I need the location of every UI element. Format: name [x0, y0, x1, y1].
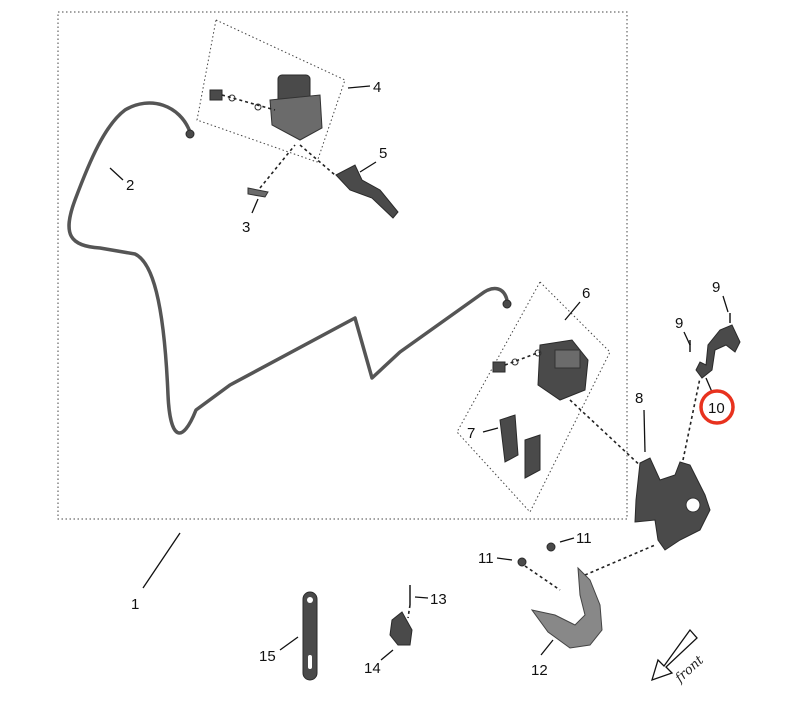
brake-caliper[interactable]	[492, 339, 589, 401]
label-6[interactable]: 6	[582, 285, 590, 302]
label-1[interactable]: 1	[131, 596, 139, 613]
label-13[interactable]: 13	[430, 591, 447, 608]
master-cylinder[interactable]	[209, 74, 323, 141]
label-8[interactable]: 8	[635, 390, 643, 407]
label-12[interactable]: 12	[531, 662, 548, 679]
caliper-bracket[interactable]	[584, 377, 711, 576]
label-15[interactable]: 15	[259, 648, 276, 665]
label-5[interactable]: 5	[379, 145, 387, 162]
brake-lever[interactable]	[299, 144, 399, 219]
assembly-1-box	[57, 11, 628, 520]
caliper-box	[456, 281, 611, 513]
leader-lines	[109, 85, 729, 661]
label-11-left[interactable]: 11	[478, 550, 494, 567]
bolt-11-left[interactable]	[517, 557, 527, 567]
hose-fitting-top	[185, 129, 195, 139]
label-4[interactable]: 4	[373, 79, 381, 96]
hose-clamp[interactable]	[389, 611, 413, 646]
bolt-11-right[interactable]	[546, 542, 556, 552]
label-3[interactable]: 3	[242, 219, 250, 236]
label-14[interactable]: 14	[364, 660, 381, 677]
brake-pads[interactable]	[499, 414, 541, 479]
front-direction-arrow: front	[651, 628, 707, 687]
label-9-upper[interactable]: 9	[712, 279, 720, 296]
label-11-right[interactable]: 11	[576, 530, 592, 547]
pivot-pin[interactable]	[247, 144, 296, 198]
front-label: front	[672, 653, 707, 687]
hose-guide[interactable]	[302, 591, 318, 681]
hose-fitting-bottom	[502, 299, 512, 309]
label-2[interactable]: 2	[126, 177, 134, 194]
disc-guard[interactable]	[530, 566, 603, 649]
label-7[interactable]: 7	[467, 425, 475, 442]
master-cylinder-box	[196, 19, 346, 163]
sensor-bracket[interactable]	[689, 313, 741, 379]
label-9-lower[interactable]: 9	[675, 315, 683, 332]
brake-hose[interactable]	[67, 101, 509, 435]
highlight-circle	[699, 389, 735, 425]
label-10[interactable]: 10	[708, 400, 725, 417]
